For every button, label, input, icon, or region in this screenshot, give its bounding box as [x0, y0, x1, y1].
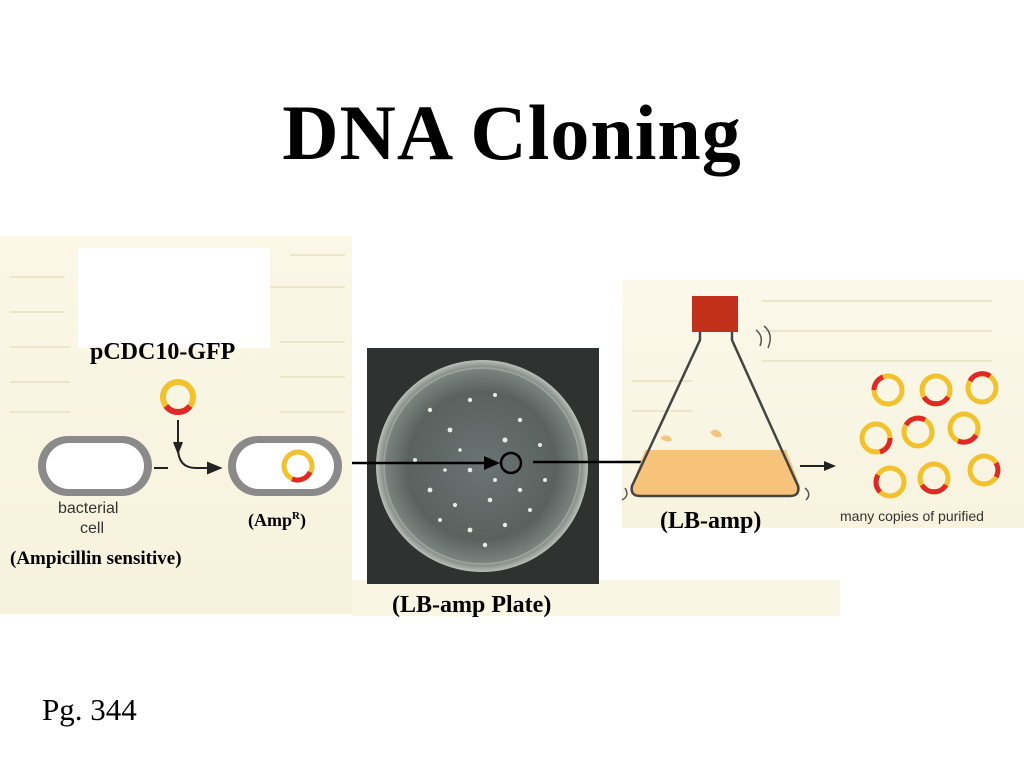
plate-label: (LB-amp Plate) [392, 592, 552, 618]
culture-flask [621, 296, 810, 501]
selected-colony-marker [499, 451, 523, 475]
purified-copies-label: many copies of purified [840, 508, 984, 524]
faint-text-line [632, 380, 692, 382]
faint-text-line [10, 311, 65, 313]
amp-close: ) [299, 510, 306, 530]
arrow-to-plate [352, 456, 500, 470]
faint-text-line [10, 276, 65, 278]
faint-text-line [762, 300, 992, 302]
faint-text-line [290, 254, 345, 256]
faint-text-line [10, 381, 70, 383]
purified-plasmids [859, 371, 1001, 499]
arrow-to-plasmids [800, 461, 836, 471]
bottom-scan-strip [352, 580, 840, 616]
faint-text-line [270, 286, 345, 288]
slide-title: DNA Cloning [282, 89, 742, 176]
ampicillin-sensitive-label: (Ampicillin sensitive) [10, 548, 182, 569]
faint-text-line [10, 346, 70, 348]
faint-text-line [762, 330, 992, 332]
white-cover-block [78, 248, 270, 348]
bacterial-cell [38, 436, 152, 496]
bacterial-cell-label-line2: cell [80, 520, 105, 537]
transformation-arrow [154, 420, 223, 475]
amp-superscript: R [292, 510, 300, 522]
faint-text-line [280, 341, 345, 343]
plasmid-label: pCDC10-GFP [90, 339, 236, 365]
faint-text-line [280, 411, 345, 413]
amp-text: (Amp [248, 510, 292, 530]
ampicillin-resistant-label: (AmpR) [248, 510, 306, 531]
left-diagram-panel [0, 236, 352, 614]
faint-text-line [632, 410, 692, 412]
plasmid-icon [160, 379, 196, 415]
faint-text-line [10, 411, 70, 413]
transformed-cell [228, 436, 342, 496]
faint-text-line [280, 376, 345, 378]
page-reference: Pg. 344 [42, 692, 137, 727]
bacterial-cell-label-line1: bacterial [58, 500, 119, 517]
flask-label: (LB-amp) [660, 508, 762, 534]
faint-text-line [762, 360, 992, 362]
petri-dish [376, 360, 588, 572]
